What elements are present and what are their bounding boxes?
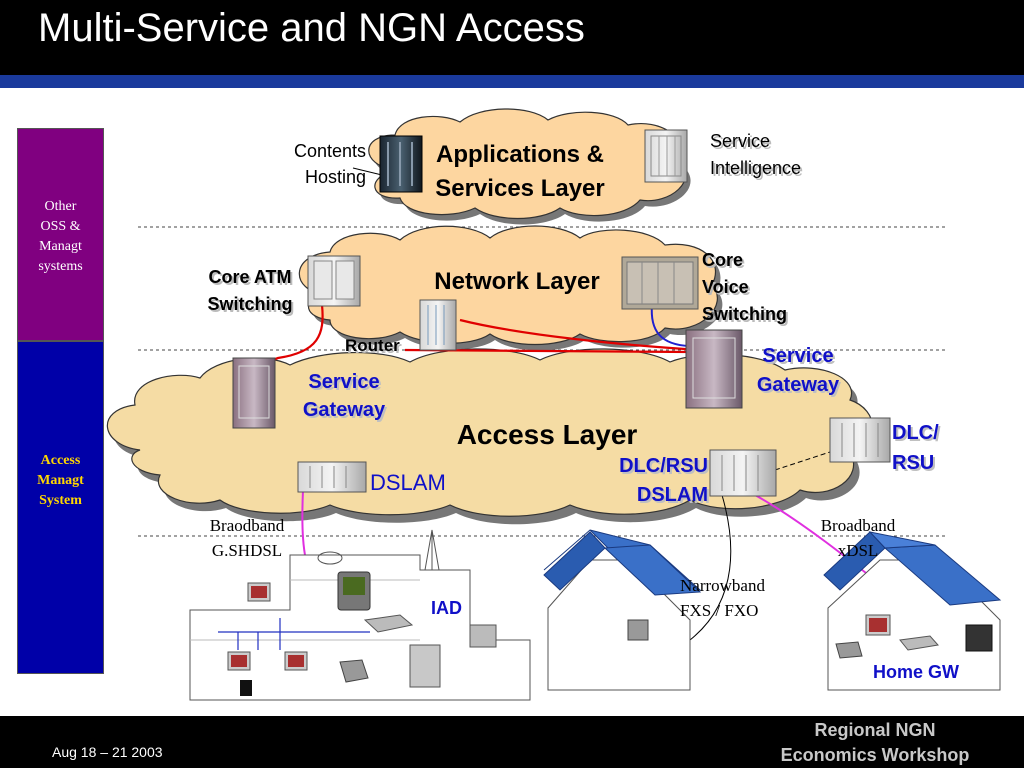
sidebar-oss-panel: [17, 128, 104, 341]
slide-title: Multi-Service and NGN Access: [38, 6, 585, 50]
house-narrowband: [543, 529, 702, 691]
service-gateway-right-device: [685, 329, 743, 409]
house-broadband: [823, 531, 1002, 691]
router-device: [419, 299, 457, 351]
dlc-rsu-dslam-device: [709, 449, 777, 497]
dlc-rsu-device: [829, 417, 891, 463]
iad-label: IAD: [431, 598, 462, 618]
dslam-device: [297, 461, 367, 493]
sidebar-access-panel: [17, 341, 104, 674]
network-cloud: [298, 225, 723, 351]
voice-switch: [621, 256, 699, 310]
network-layer-label: Network Layer: [434, 268, 600, 295]
router-label: Router: [345, 336, 400, 355]
office-equipment: [227, 571, 497, 696]
applications-layer-label: Applications &Services Layer: [435, 141, 605, 202]
applications-cloud: [368, 108, 691, 225]
footer-date: Aug 18 – 21 2003: [52, 744, 163, 760]
dlc-rsu-label: DLC/RSU: [892, 422, 939, 474]
header-accent-bar: [0, 75, 1024, 88]
footer-bar: [0, 716, 1024, 768]
dslam-label: DSLAM: [370, 470, 446, 495]
office-lan: [218, 618, 370, 650]
home-gw-label: Home GW: [873, 662, 960, 682]
service-gateway-left-device: [232, 357, 276, 429]
atm-switch: [307, 255, 361, 307]
thin-links: [352, 167, 831, 641]
blue-links: [650, 304, 691, 347]
server-service-intelligence: [644, 129, 688, 183]
access-layer-label: Access Layer: [456, 419, 638, 450]
network-diagram: [106, 108, 1002, 701]
server-rack-contents: [379, 135, 423, 193]
header-bar: [0, 0, 1024, 75]
